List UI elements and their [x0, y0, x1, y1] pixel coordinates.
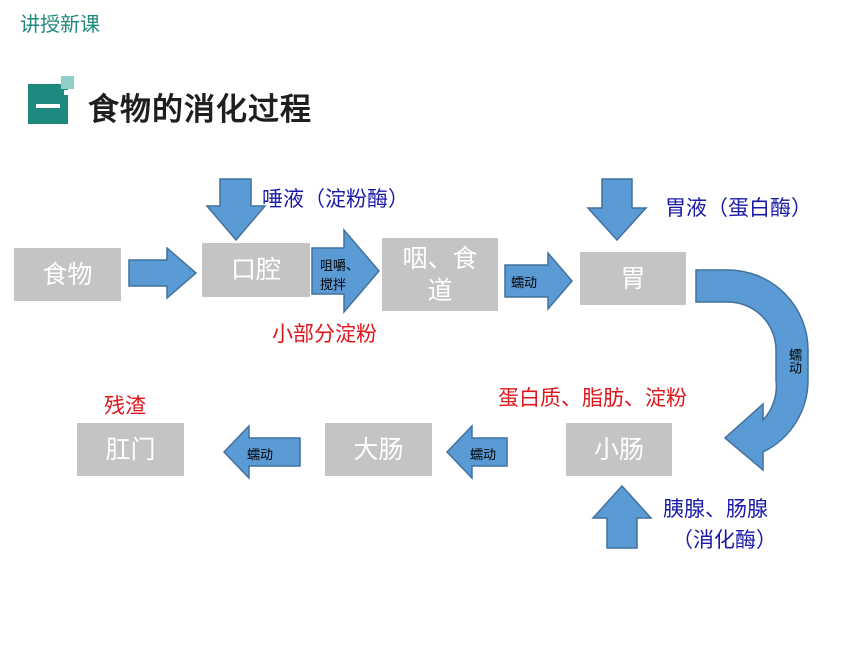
node-anus: 肛门: [77, 423, 184, 476]
gastric-down-arrow: [586, 178, 648, 242]
pancreas-up-arrow: [591, 484, 653, 549]
pancreas-label-line2: （消化酶）: [672, 528, 777, 552]
gastric-juice-label: 胃液（蛋白酶）: [665, 196, 812, 220]
page-title: 食物的消化过程: [88, 92, 312, 128]
small-intestine-digests-label: 蛋白质、脂肪、淀粉: [498, 386, 687, 410]
node-food: 食物: [14, 248, 121, 301]
peristalsis-label-small: 蠕动: [470, 448, 497, 463]
title-number-badge-icon: [28, 76, 74, 124]
residue-label: 残渣: [104, 394, 146, 418]
node-pharynx-esophagus: 咽、食道: [382, 238, 498, 311]
peristalsis-label-large: 蠕动: [247, 448, 274, 463]
mouth-digests-label: 小部分淀粉: [272, 322, 377, 346]
peristalsis-label-esophagus: 蠕动: [511, 276, 538, 291]
node-stomach: 胃: [580, 252, 686, 305]
saliva-label: 唾液（淀粉酶）: [262, 187, 409, 211]
chew-label-line1: 咀嚼、: [320, 259, 360, 274]
pancreas-label-line1: 胰腺、肠腺: [663, 497, 768, 521]
chew-label-line2: 搅拌: [320, 278, 347, 293]
peristalsis-label-stomach: 蠕动: [786, 348, 801, 374]
food-to-mouth-arrow: [128, 246, 198, 300]
esophagus-to-stomach-arrow: [504, 250, 573, 312]
small-to-large-arrow: [445, 424, 508, 480]
section-tag: 讲授新课: [20, 12, 100, 36]
stomach-to-small-intestine-arrow: [695, 269, 809, 472]
node-small-intestine: 小肠: [566, 423, 672, 476]
mouth-to-pharynx-arrow: [311, 227, 380, 315]
node-large-intestine: 大肠: [325, 423, 432, 476]
large-to-anus-arrow: [222, 424, 301, 480]
saliva-down-arrow: [205, 178, 267, 242]
node-mouth: 口腔: [202, 243, 310, 297]
